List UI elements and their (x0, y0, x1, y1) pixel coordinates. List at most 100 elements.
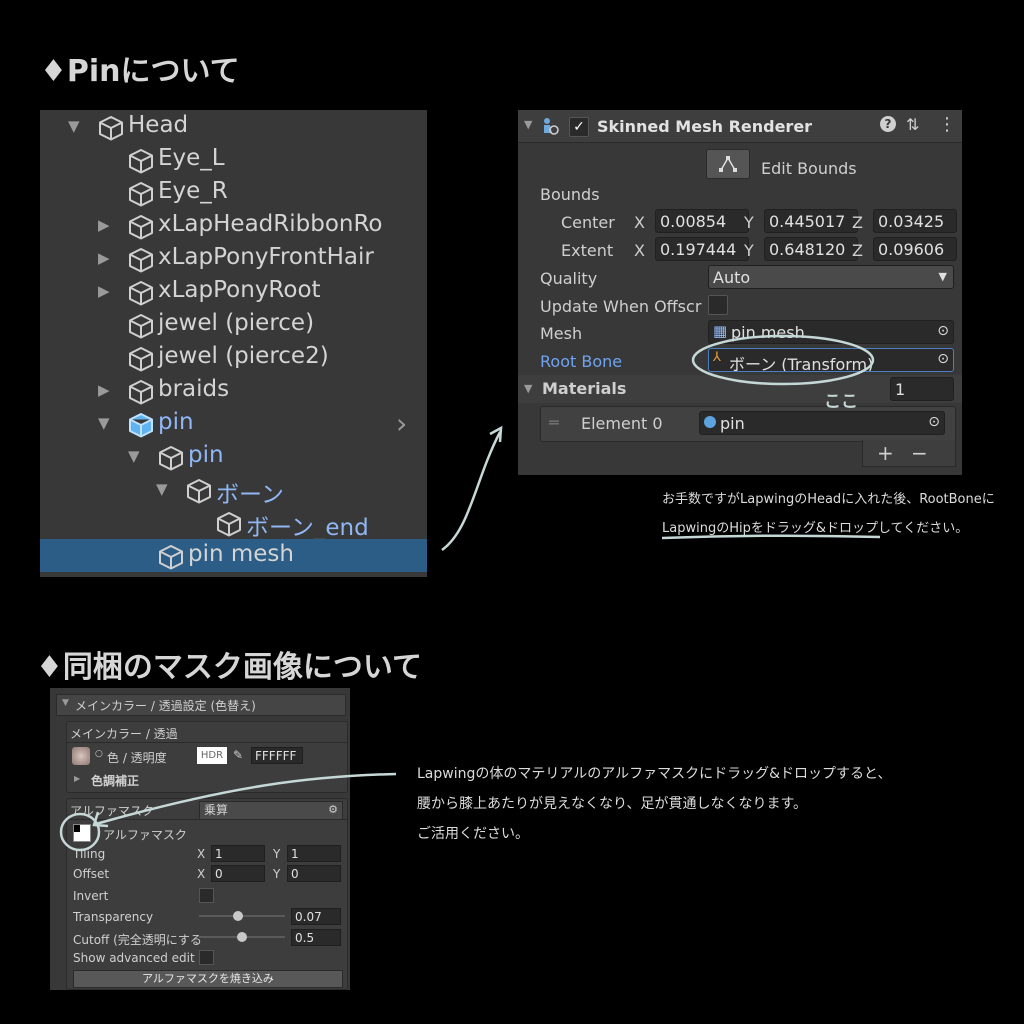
center-x-axis: X (634, 213, 645, 232)
collapse-arrow-icon[interactable]: ▶ (98, 216, 110, 234)
offset-x-field[interactable]: 0 (211, 865, 265, 882)
slider-thumb[interactable] (237, 932, 247, 942)
component-header[interactable]: ▼ ✓ Skinned Mesh Renderer ? ⇅ ⋮ (518, 110, 962, 143)
color-label: 色 / 透明度 (107, 751, 167, 765)
foldout-arrow-icon[interactable]: ▼ (62, 698, 69, 708)
hierarchy-item-label: pin (158, 409, 194, 435)
slider-thumb[interactable] (232, 911, 243, 921)
expand-arrow-icon[interactable]: ▼ (98, 414, 110, 432)
extent-z-field[interactable]: 0.09606 (873, 237, 957, 261)
cutoff-field[interactable]: 0.5 (291, 929, 341, 946)
quality-value: Auto (713, 268, 751, 287)
invert-checkbox[interactable] (199, 888, 214, 903)
materials-header[interactable]: ▼ Materials (518, 375, 962, 403)
center-x-field[interactable]: 0.00854 (655, 209, 749, 233)
hierarchy-item[interactable]: ▶xLapPonyRoot (40, 275, 427, 308)
annotation-koko: ここ (824, 392, 858, 412)
object-picker-icon[interactable]: ⊙ (928, 414, 940, 430)
materials-list: ═ Element 0 pin ⊙ (540, 406, 956, 442)
quality-label: Quality (540, 269, 598, 288)
edit-bounds-button[interactable] (706, 149, 750, 179)
tiling-x-field[interactable]: 1 (211, 845, 265, 862)
bake-alpha-mask-button[interactable]: アルファマスクを焼き込み (73, 970, 343, 988)
chevron-right-icon[interactable]: › (396, 407, 408, 440)
remove-element-button[interactable]: − (911, 441, 928, 465)
root-bone-field[interactable]: ⅄ ボーン (Transform) ⊙ (708, 348, 954, 372)
hierarchy-item[interactable]: Eye_R (40, 176, 427, 209)
transparency-slider[interactable] (199, 911, 285, 921)
gameobject-cube-icon (129, 281, 153, 306)
add-element-button[interactable]: + (877, 441, 894, 465)
hierarchy-item[interactable]: ▼Head (40, 110, 427, 143)
expand-arrow-icon[interactable]: ▼ (68, 117, 80, 135)
hierarchy-item-label: jewel (pierce) (158, 310, 315, 336)
foldout-arrow-icon[interactable]: ▼ (524, 118, 533, 131)
hierarchy-item[interactable]: pin mesh (40, 539, 427, 572)
hierarchy-item[interactable]: jewel (pierce2) (40, 341, 427, 374)
mask-note-line2: 腰から膝上あたりが見えなくなり、足が貫通しなくなります。 (417, 796, 808, 812)
quality-dropdown[interactable]: Auto ▼ (708, 265, 954, 289)
object-picker-icon[interactable]: ⊙ (937, 323, 949, 339)
hierarchy-item[interactable]: ▶xLapHeadRibbonRo (40, 209, 427, 242)
transform-icon: ⅄ (713, 350, 721, 365)
hierarchy-item[interactable]: ▼ボーン (40, 473, 427, 508)
drag-handle-icon[interactable]: ═ (549, 413, 559, 432)
collapse-arrow-icon[interactable]: ▶ (98, 249, 110, 267)
hierarchy-item[interactable]: ▶xLapPonyFrontHair (40, 242, 427, 275)
hierarchy-item[interactable]: ▶braids (40, 374, 427, 407)
foldout-arrow-icon[interactable]: ▶ (74, 774, 81, 783)
hdr-color-swatch[interactable]: HDR (197, 747, 227, 764)
hierarchy-item[interactable]: ▼ pin (40, 407, 427, 440)
hex-field[interactable]: FFFFFF (251, 747, 303, 764)
alpha-mask-thumbnail[interactable] (73, 824, 91, 842)
main-color-section-header[interactable]: ▼ メインカラー / 透過設定 (色替え) (56, 694, 346, 716)
material-icon (704, 416, 716, 428)
foldout-arrow-icon[interactable]: ▼ (524, 382, 533, 395)
expand-arrow-icon[interactable]: ▼ (128, 447, 140, 465)
enabled-checkbox[interactable]: ✓ (569, 117, 589, 137)
extent-y-axis: Y (744, 241, 754, 260)
blend-mode-dropdown[interactable]: 乗算 ⚙ (199, 801, 343, 820)
hierarchy-item[interactable]: Eye_L (40, 143, 427, 176)
offset-y-field[interactable]: 0 (287, 865, 341, 882)
presets-icon[interactable]: ⇅ (906, 115, 920, 134)
gear-icon[interactable]: ⚙ (328, 803, 338, 816)
advanced-checkbox[interactable] (199, 950, 214, 965)
help-icon[interactable]: ? (880, 116, 896, 132)
more-options-icon[interactable]: ⋮ (938, 114, 956, 135)
eyedropper-icon[interactable]: ✎ (233, 748, 244, 762)
main-color-box: メインカラー / 透過 ○ 色 / 透明度 HDR ✎ FFFFFF ▶ 色調補… (66, 721, 348, 793)
expand-arrow-icon[interactable]: ▼ (156, 480, 168, 498)
object-picker-icon[interactable]: ⊙ (937, 351, 949, 367)
mask-note-line3: ご活用ください。 (417, 826, 529, 842)
element-field[interactable]: pin ⊙ (699, 411, 945, 435)
arrow-annotation (441, 425, 503, 552)
gameobject-cube-icon (99, 116, 123, 141)
materials-count-field[interactable]: 1 (890, 377, 954, 401)
center-y-field[interactable]: 0.445017 (764, 209, 858, 233)
alpha-mask-label: アルファマスク (103, 828, 187, 842)
gameobject-cube-icon (129, 215, 153, 240)
hierarchy-item[interactable]: ボーン_end (40, 506, 427, 541)
update-offscreen-checkbox[interactable] (708, 295, 728, 315)
texture-thumbnail[interactable] (72, 747, 90, 765)
hierarchy-item[interactable]: ▼pin (40, 440, 427, 473)
element-label: Element 0 (581, 414, 663, 433)
color-correction-label[interactable]: 色調補正 (91, 774, 140, 788)
underline-annotation (661, 534, 881, 540)
material-panel: ▼ メインカラー / 透過設定 (色替え) メインカラー / 透過 ○ 色 / … (50, 688, 350, 990)
pin-note-line1: お手数ですがLapwingのHeadに入れた後、RootBoneに (662, 492, 995, 507)
extent-x-field[interactable]: 0.197444 (655, 237, 749, 261)
list-footer: + − (862, 440, 956, 467)
hierarchy-item[interactable]: jewel (pierce) (40, 308, 427, 341)
collapse-arrow-icon[interactable]: ▶ (98, 282, 110, 300)
bounds-label: Bounds (540, 185, 600, 204)
tiling-y-field[interactable]: 1 (287, 845, 341, 862)
collapse-arrow-icon[interactable]: ▶ (98, 381, 110, 399)
center-z-field[interactable]: 0.03425 (873, 209, 957, 233)
extent-y-field[interactable]: 0.648120 (764, 237, 858, 261)
section-title: メインカラー / 透過設定 (色替え) (75, 699, 256, 713)
cutoff-slider[interactable] (199, 932, 285, 942)
transparency-field[interactable]: 0.07 (291, 908, 341, 925)
pin-heading: ♦Pinについて (40, 54, 240, 89)
